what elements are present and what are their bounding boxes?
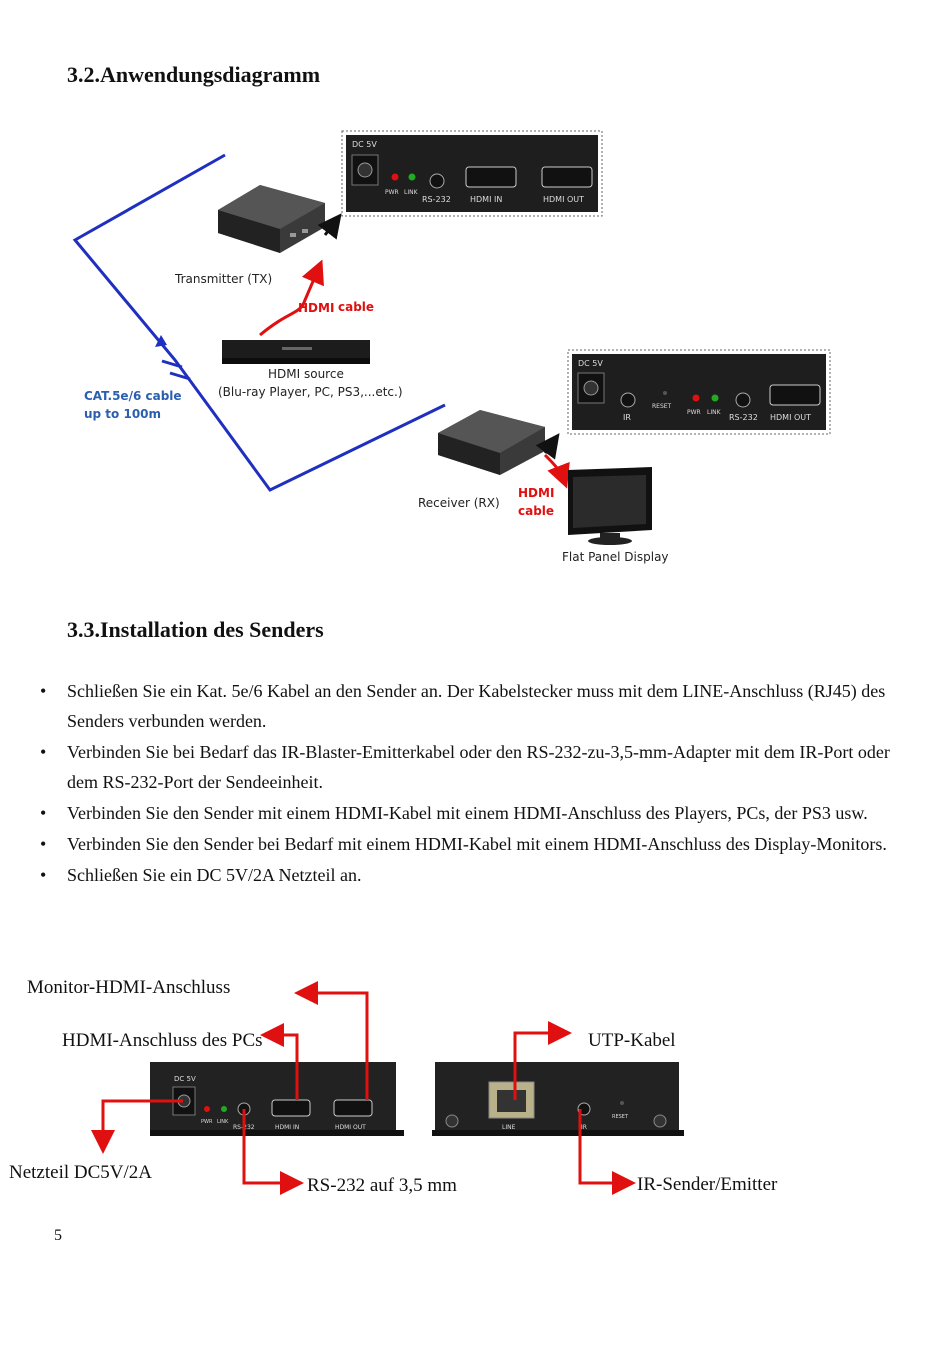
utp-cable-label: UTP-Kabel bbox=[588, 1030, 676, 1051]
front-panel: DC 5V PWR LINK RS-232 HDMI IN HDMI OUT bbox=[150, 1062, 404, 1136]
cat-cable-label-2: up to 100m bbox=[84, 407, 161, 421]
tx-hdmi-in-label: HDMI IN bbox=[470, 195, 502, 204]
ir-pointer bbox=[578, 1109, 636, 1195]
tx-dc-label: DC 5V bbox=[352, 140, 377, 149]
port-overview: Monitor-HDMI-Anschluss HDMI-Anschluss de… bbox=[0, 975, 950, 1210]
pc-hdmi-pointer bbox=[260, 1023, 299, 1100]
monitor-hdmi-label: Monitor-HDMI-Anschluss bbox=[27, 977, 231, 998]
tx-hdmi-out-label: HDMI OUT bbox=[543, 195, 584, 204]
rx-panel-arrow bbox=[535, 433, 560, 460]
receiver-device bbox=[438, 410, 545, 475]
cat-cable-line bbox=[72, 153, 446, 492]
hdmi-cable-top-label-2: cable bbox=[338, 300, 374, 314]
hdmi-cable-top bbox=[259, 259, 324, 337]
power-pointer bbox=[91, 1099, 183, 1154]
tx-port-panel: DC 5V PWR LINK RS-232 HDMI IN HDMI OUT bbox=[341, 130, 603, 217]
power-supply-label: Netzteil DC5V/2A bbox=[9, 1162, 153, 1183]
cat-cable-label-1: CAT.5e/6 cable bbox=[84, 389, 182, 403]
rx-dc-label: DC 5V bbox=[578, 359, 603, 368]
list-item: Verbinden Sie den Sender bei Bedarf mit … bbox=[40, 829, 900, 859]
front-link-label: LINK bbox=[217, 1119, 229, 1125]
rx-ir-label: IR bbox=[623, 413, 631, 422]
page-number: 5 bbox=[54, 1227, 62, 1244]
installation-steps: Schließen Sie ein Kat. 5e/6 Kabel an den… bbox=[40, 676, 900, 891]
rx-pwr-label: PWR bbox=[687, 409, 701, 416]
rs232-pointer bbox=[242, 1109, 304, 1195]
application-diagram: Transmitter (TX) DC 5V PWR LINK RS-232 H… bbox=[72, 130, 831, 564]
rx-port-panel: DC 5V IR RESET PWR LINK RS-232 HDMI OUT bbox=[567, 349, 831, 435]
hdmi-cable-bottom bbox=[543, 453, 570, 489]
hdmi-cable-bottom-label-2: cable bbox=[518, 504, 554, 518]
bluray-player bbox=[222, 340, 370, 364]
flat-panel-display bbox=[568, 467, 652, 545]
transmitter-device bbox=[218, 185, 325, 253]
section-heading-diagram: 3.2.Anwendungsdiagramm bbox=[67, 62, 321, 87]
back-reset-label: RESET bbox=[612, 1114, 629, 1120]
transmitter-label: Transmitter (TX) bbox=[174, 272, 272, 286]
tx-link-label: LINK bbox=[404, 189, 419, 196]
hdmi-cable-bottom-label-1: HDMI bbox=[518, 486, 554, 500]
rs232-label: RS-232 auf 3,5 mm bbox=[307, 1175, 457, 1196]
utp-pointer bbox=[513, 1021, 572, 1100]
front-dc-label: DC 5V bbox=[174, 1075, 196, 1083]
cable-arrow-up bbox=[155, 335, 167, 347]
list-item: Verbinden Sie bei Bedarf das IR-Blaster-… bbox=[40, 737, 900, 797]
cable-break bbox=[161, 359, 183, 369]
front-hdmi-in-label: HDMI IN bbox=[275, 1124, 299, 1131]
hdmi-source-label: HDMI source bbox=[268, 367, 344, 381]
rx-hdmi-out-label: HDMI OUT bbox=[770, 413, 811, 422]
display-label: Flat Panel Display bbox=[562, 550, 669, 564]
port-panels: DC 5V PWR LINK RS-232 HDMI IN HDMI OUT L… bbox=[91, 981, 684, 1195]
rx-reset-label: RESET bbox=[652, 403, 672, 410]
monitor-hdmi-pointer bbox=[294, 981, 369, 1100]
hdmi-cable-top-label-1: HDMI bbox=[298, 301, 334, 315]
hdmi-source-examples: (Blu-ray Player, PC, PS3,...etc.) bbox=[218, 385, 403, 399]
pc-hdmi-label: HDMI-Anschluss des PCs bbox=[62, 1030, 263, 1051]
front-pwr-label: PWR bbox=[201, 1119, 213, 1125]
list-item: Schließen Sie ein Kat. 5e/6 Kabel an den… bbox=[40, 676, 900, 736]
back-line-label: LINE bbox=[502, 1124, 516, 1131]
tx-pwr-label: PWR bbox=[385, 189, 399, 196]
rx-rs232-label: RS-232 bbox=[729, 413, 758, 422]
front-hdmi-out-label: HDMI OUT bbox=[335, 1124, 366, 1131]
ir-emitter-label: IR-Sender/Emitter bbox=[637, 1174, 778, 1195]
tx-rs232-label: RS-232 bbox=[422, 195, 451, 204]
list-item: Verbinden Sie den Sender mit einem HDMI-… bbox=[40, 798, 900, 828]
tx-panel-arrow bbox=[317, 213, 342, 240]
rx-link-label: LINK bbox=[707, 409, 722, 416]
list-item: Schließen Sie ein DC 5V/2A Netzteil an. bbox=[40, 860, 900, 890]
section-heading-installation: 3.3.Installation des Senders bbox=[67, 617, 324, 642]
receiver-label: Receiver (RX) bbox=[418, 496, 500, 510]
back-ir-label: IR bbox=[581, 1124, 587, 1131]
back-panel: LINE IR RESET bbox=[432, 1062, 684, 1136]
